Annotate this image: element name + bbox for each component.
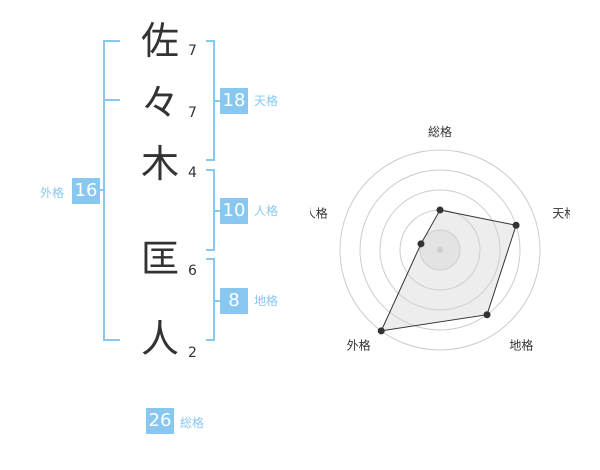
radar-axis-label-5: 人格 xyxy=(310,206,328,221)
radar-axis-labels: 総格天格地格 外格 人格 xyxy=(310,124,570,352)
radar-point-4 xyxy=(377,327,385,335)
radar-point-1 xyxy=(436,206,444,214)
stroke-count-4: 6 xyxy=(188,263,197,279)
radar-point-5 xyxy=(417,240,425,248)
radar-ring-5 xyxy=(339,149,541,351)
tenkaku-value-badge: 18 xyxy=(220,88,248,114)
soukaku-label: 総格 xyxy=(180,416,205,430)
radar-grid xyxy=(339,149,541,351)
name-char-2: 々 xyxy=(140,81,179,125)
stroke-count-5: 2 xyxy=(188,345,197,361)
radar-axis-label-3: 地格 xyxy=(509,337,533,352)
gaikaku-label: 外格 xyxy=(40,186,65,200)
name-char-5: 人 xyxy=(140,317,179,361)
soukaku-value-badge: 26 xyxy=(146,408,174,434)
jinkaku-label: 人格 xyxy=(254,204,279,218)
gaikaku-value-badge: 16 xyxy=(72,178,100,204)
radar-axis-label-1: 総格 xyxy=(428,124,452,139)
chikaku-value-badge: 8 xyxy=(220,288,248,314)
jinkaku-value-badge: 10 xyxy=(220,198,248,224)
name-char-4: 匡 xyxy=(140,237,179,281)
radar-point-3 xyxy=(483,311,491,319)
radar-chart: 総格天格地格 外格 人格 xyxy=(310,124,570,352)
tenkaku-label: 天格 xyxy=(254,94,279,108)
chikaku-label: 地格 xyxy=(254,294,279,308)
stroke-count-1: 7 xyxy=(188,43,197,59)
radar-axis-label-2: 天格 xyxy=(552,206,570,221)
radar-point-2 xyxy=(512,221,520,229)
radar-series-area xyxy=(380,209,517,332)
stroke-count-3: 4 xyxy=(188,165,197,181)
radar-ring-4 xyxy=(359,169,521,331)
radar-points xyxy=(377,206,520,335)
radar-center xyxy=(437,247,443,253)
name-char-3: 木 xyxy=(140,142,179,186)
stroke-count-2: 7 xyxy=(188,105,197,121)
radar-axis-label-4: 外格 xyxy=(347,337,371,352)
name-char-1: 佐 xyxy=(140,19,179,63)
radar-ring-3 xyxy=(379,189,501,311)
